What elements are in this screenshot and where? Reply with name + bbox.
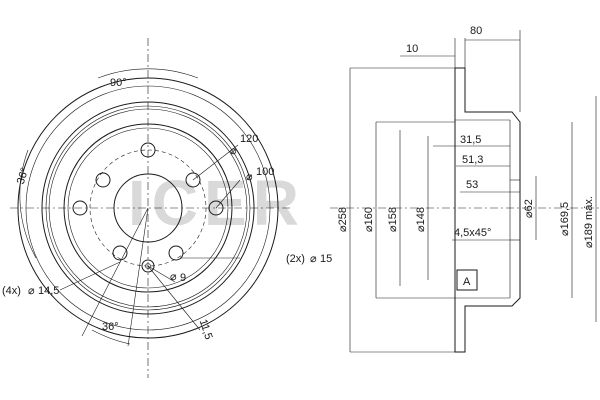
bolt-hole (112, 245, 128, 261)
front-view (10, 38, 290, 378)
angle-36-bottom-label: 36° (102, 321, 119, 333)
dia-100-label: 100 (256, 166, 274, 178)
count-15-label: (2x) (286, 253, 305, 265)
dia-258-label: ⌀258 (337, 207, 349, 232)
dia-189-label: ⌀189 máx. (583, 196, 595, 248)
thickness-10-label: 10 (406, 43, 418, 55)
datum-box (456, 269, 478, 291)
dia-258-symbol: ⌀ (337, 225, 349, 232)
dia-189-value: 189 máx. (583, 196, 595, 241)
friction-ring (41, 101, 255, 315)
dia-14-5-label: 14,5 (38, 285, 59, 297)
bolt-hole (185, 172, 201, 188)
bolt-hole (95, 172, 111, 188)
dia-160-symbol: ⌀ (363, 225, 375, 232)
depth-53-label: 53 (466, 179, 478, 191)
bolt-hole (168, 245, 184, 261)
chamfer-label: 4,5x45° (454, 227, 491, 239)
angle-36-left-label: 36° (15, 166, 32, 186)
dia-169-5-symbol: ⌀ (559, 229, 571, 236)
bolt-hole (140, 142, 156, 158)
dia-100-symbol: ⌀ (246, 171, 253, 183)
dia-169-5-value: 169,5 (559, 202, 571, 230)
center-bore (113, 173, 183, 243)
angle-90-label: 90° (110, 77, 127, 89)
dia-120-symbol: ⌀ (230, 145, 237, 157)
count-14-5-label: (4x) (2, 285, 21, 297)
dia-15-symbol: ⌀ (310, 253, 317, 265)
side-view (330, 30, 600, 353)
watermark-logo: ICER (128, 167, 305, 239)
dia-15-label: 15 (320, 253, 332, 265)
dia-62-symbol: ⌀ (523, 211, 535, 218)
dia-148-value: 148 (415, 207, 427, 225)
dia-148-label: ⌀148 (415, 207, 427, 232)
dia-120-label: 120 (240, 133, 258, 145)
dia-158-symbol: ⌀ (387, 225, 399, 232)
dia-169-5-label: ⌀169,5 (559, 202, 571, 236)
dia-158-label: ⌀158 (387, 207, 399, 232)
dia-160-value: 160 (363, 207, 375, 225)
dia-62-label: ⌀62 (523, 199, 535, 218)
dia-9-symbol: ⌀ (170, 271, 177, 283)
disc-profile (454, 67, 521, 353)
dia-189-symbol: ⌀ (583, 241, 595, 248)
dia-258-value: 258 (337, 207, 349, 225)
depth-51-3-label: 51,3 (462, 154, 483, 166)
dia-62-value: 62 (523, 199, 535, 211)
height-80-label: 80 (470, 25, 482, 37)
dia-160-label: ⌀160 (363, 207, 375, 232)
depth-31-5-label: 31,5 (460, 134, 481, 146)
locating-hole (141, 259, 155, 273)
datum-label: A (463, 276, 471, 288)
bolt-hole (72, 200, 88, 216)
dia-14-5-symbol: ⌀ (28, 285, 35, 297)
hat-outer (63, 123, 233, 293)
dia-158-value: 158 (387, 207, 399, 225)
bolt-hole (208, 200, 224, 216)
dia-9-label: 9 (180, 272, 186, 284)
outer-rim (17, 77, 279, 339)
dia-148-symbol: ⌀ (415, 225, 427, 232)
